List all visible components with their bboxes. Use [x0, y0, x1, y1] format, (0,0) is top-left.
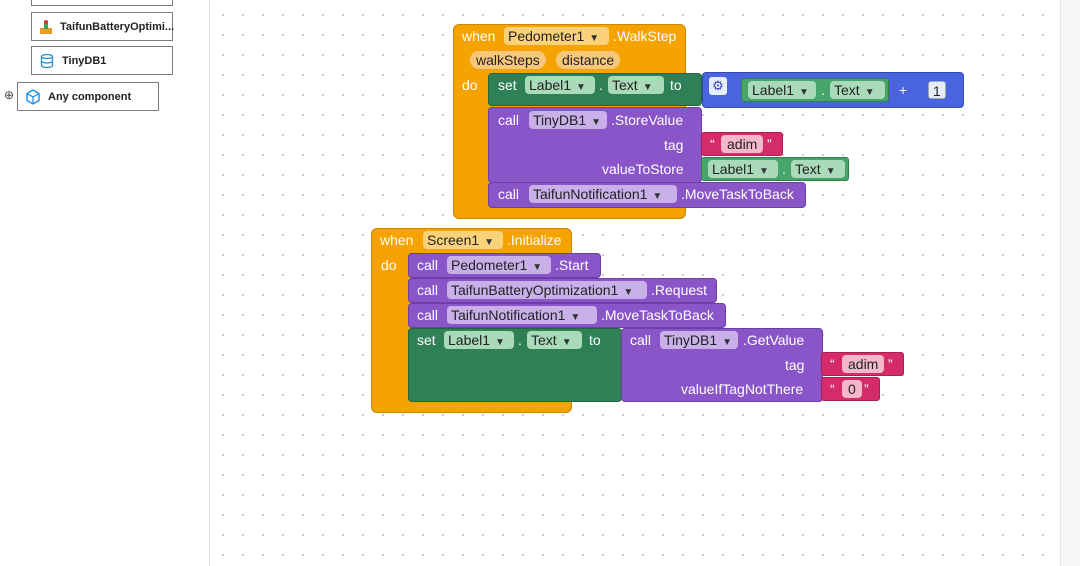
event-name: .Initialize [507, 232, 562, 248]
component-label: TinyDB1 [62, 54, 107, 67]
chevron-down-icon: ▼ [642, 82, 653, 93]
set-component-dropdown[interactable]: Label1▼ [444, 331, 514, 349]
call-component-dropdown[interactable]: TaifunBatteryOptimization1▼ [447, 281, 647, 299]
quote-open: “ [830, 381, 835, 397]
text-literal[interactable]: adim [842, 355, 885, 373]
text-literal[interactable]: adim [721, 135, 764, 153]
quote-close: ” [864, 381, 869, 397]
method-name: .MoveTaskToBack [601, 307, 714, 323]
do-keyword: do [462, 77, 478, 93]
call-keyword: call [498, 186, 520, 202]
default-label: valueIfTagNotThere [681, 381, 804, 397]
set-block[interactable] [488, 73, 702, 106]
method-name: .Start [555, 257, 589, 273]
component-dropdown[interactable]: Pedometer1▼ [504, 27, 609, 45]
param-walksteps[interactable]: walkSteps [470, 51, 546, 69]
components-panel: TaifunBatteryOptimi... TinyDB1 ⊕ Any com… [0, 0, 210, 566]
set-property-dropdown[interactable]: Text▼ [527, 331, 582, 349]
call-component-dropdown[interactable]: Pedometer1▼ [447, 256, 551, 274]
value-label: valueToStore [602, 161, 684, 177]
quote-open: “ [710, 136, 715, 152]
set-property-dropdown[interactable]: Text▼ [608, 76, 664, 94]
call-component-dropdown[interactable]: TaifunNotification1▼ [447, 306, 597, 324]
number-literal[interactable]: 1 [928, 81, 946, 99]
param-distance[interactable]: distance [556, 51, 621, 69]
gear-icon[interactable]: ⚙ [709, 77, 727, 95]
call-keyword: call [498, 112, 520, 128]
chevron-down-icon: ▼ [589, 33, 600, 44]
method-name: .StoreValue [611, 112, 684, 128]
method-name: .Request [651, 282, 708, 298]
call-keyword: call [630, 332, 652, 348]
chevron-down-icon: ▼ [652, 191, 663, 202]
event-name: .WalkStep [613, 28, 677, 44]
call-component-dropdown[interactable]: TinyDB1▼ [660, 331, 738, 349]
component-item-battery[interactable]: TaifunBatteryOptimi... [31, 12, 175, 41]
call-keyword: call [417, 257, 439, 273]
method-name: .MoveTaskToBack [681, 186, 794, 202]
chevron-down-icon: ▼ [495, 337, 505, 348]
chevron-down-icon: ▼ [864, 87, 875, 98]
do-keyword: do [381, 257, 397, 273]
component-item-partial[interactable] [31, 0, 173, 6]
call-keyword: call [417, 282, 439, 298]
chevron-down-icon: ▼ [576, 82, 586, 93]
chevron-down-icon: ▼ [570, 312, 581, 323]
chevron-down-icon: ▼ [799, 87, 809, 98]
quote-open: “ [830, 356, 835, 372]
database-icon [38, 52, 56, 70]
chevron-down-icon: ▼ [532, 262, 543, 273]
when-keyword: when [462, 28, 496, 44]
getter-property-dropdown[interactable]: Text▼ [830, 81, 885, 99]
chevron-down-icon: ▼ [825, 166, 836, 177]
tag-label: tag [664, 137, 684, 153]
call-keyword: call [417, 307, 439, 323]
dot-separator: . [782, 161, 786, 177]
plus-operator: + [899, 82, 908, 98]
set-component-dropdown[interactable]: Label1▼ [525, 76, 595, 94]
component-item-any[interactable]: Any component [17, 82, 159, 111]
expand-icon[interactable]: ⊕ [4, 88, 15, 102]
dot-separator: . [599, 77, 603, 93]
chevron-down-icon: ▼ [561, 337, 572, 348]
call-component-dropdown[interactable]: TinyDB1▼ [529, 111, 607, 129]
set-keyword: set [417, 332, 436, 348]
cube-icon [24, 88, 42, 106]
workspace-scrollbar[interactable] [1060, 0, 1080, 566]
tag-label: tag [785, 357, 805, 373]
component-label: TaifunBatteryOptimi... [60, 20, 175, 33]
chevron-down-icon: ▼ [591, 117, 602, 128]
text-literal[interactable]: 0 [842, 380, 862, 398]
component-dropdown[interactable]: Screen1▼ [423, 231, 503, 249]
chevron-down-icon: ▼ [484, 237, 495, 248]
component-item-tinydb[interactable]: TinyDB1 [31, 46, 173, 75]
set-keyword: set [498, 77, 517, 93]
quote-close: ” [767, 136, 772, 152]
getter-property-dropdown[interactable]: Text▼ [791, 160, 845, 178]
getter-component-dropdown[interactable]: Label1▼ [708, 160, 778, 178]
to-keyword: to [670, 77, 682, 93]
getter-component-dropdown[interactable]: Label1▼ [748, 81, 816, 99]
chevron-down-icon: ▼ [623, 287, 634, 298]
to-keyword: to [589, 332, 601, 348]
set-block[interactable] [408, 328, 622, 402]
dot-separator: . [821, 82, 825, 98]
method-name: .GetValue [743, 332, 805, 348]
chevron-down-icon: ▼ [722, 337, 733, 348]
dot-separator: . [518, 332, 522, 348]
chevron-down-icon: ▼ [759, 166, 769, 177]
when-keyword: when [380, 232, 414, 248]
battery-optimizer-icon [38, 18, 54, 36]
call-component-dropdown[interactable]: TaifunNotification1▼ [529, 185, 677, 203]
component-label: Any component [48, 90, 132, 103]
quote-close: ” [888, 356, 893, 372]
